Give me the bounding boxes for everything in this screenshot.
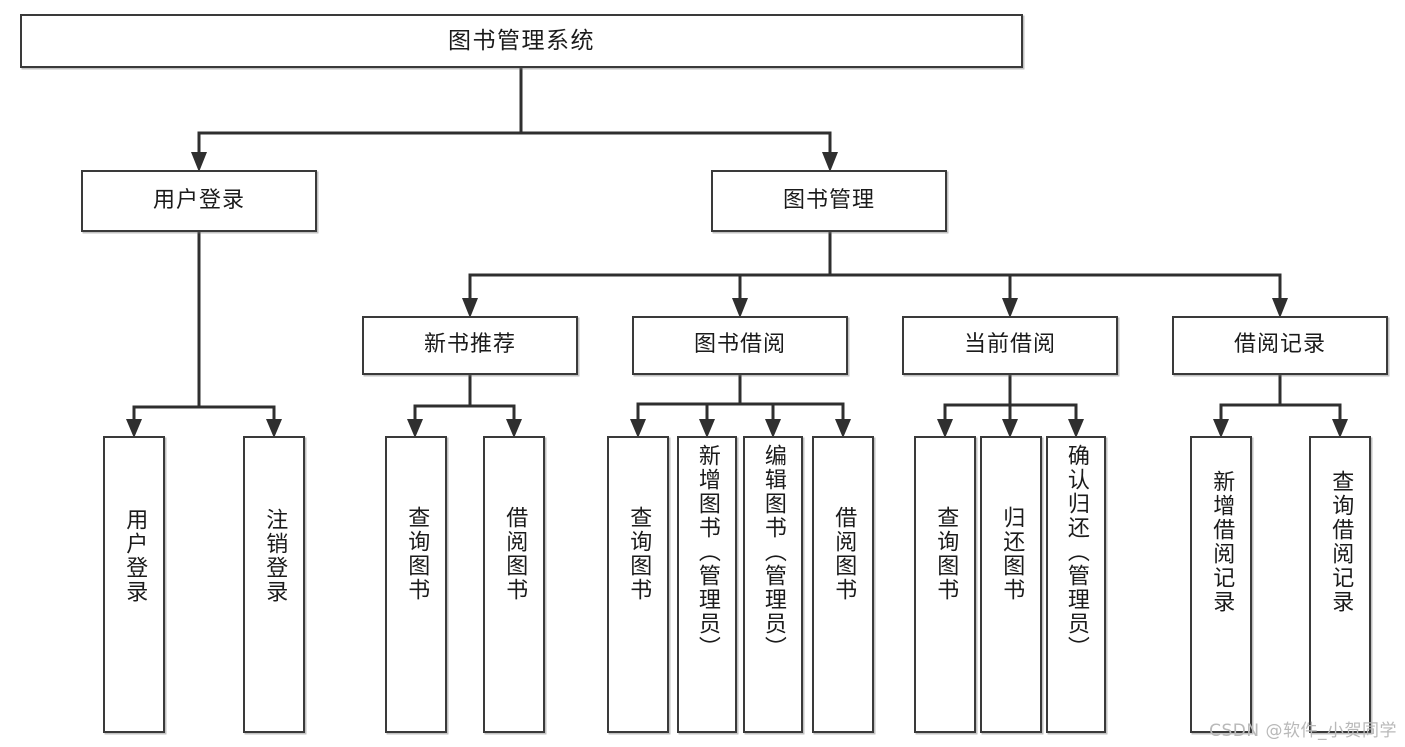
leaf-query-book-3[interactable]: 查询图书 [914,436,976,733]
node-label: 查询图书 [626,506,652,602]
node-borrow-record[interactable]: 借阅记录 [1172,316,1388,375]
csdn-watermark: CSDN @软件_小贺同学 [1209,721,1397,741]
node-label: 借阅图书 [831,506,857,602]
node-label: 归还图书 [999,506,1025,602]
node-label: 借阅记录 [1233,332,1326,358]
leaf-query-record[interactable]: 查询借阅记录 [1309,436,1371,733]
node-label: 借阅图书 [502,506,528,602]
node-label: 当前借阅 [963,332,1056,358]
node-label: 注销登录 [262,508,288,604]
node-label: 查询图书 [404,506,430,602]
leaf-borrow-book-1[interactable]: 借阅图书 [483,436,545,733]
node-label: 图书管理 [782,187,875,213]
leaf-return-book[interactable]: 归还图书 [980,436,1042,733]
node-user-login[interactable]: 用户登录 [81,170,317,232]
node-root-book-management-system[interactable]: 图书管理系统 [20,14,1023,68]
node-label: 新书推荐 [423,332,516,358]
leaf-add-book[interactable]: 新增图书（管理员） [677,436,737,733]
node-label: 查询借阅记录 [1328,470,1354,614]
node-label: 新增借阅记录 [1209,470,1235,614]
leaf-borrow-book-2[interactable]: 借阅图书 [812,436,874,733]
node-label: 图书借阅 [693,332,786,358]
node-label: 图书管理系统 [448,27,595,54]
node-label: 用户登录 [122,508,148,604]
leaf-query-book-1[interactable]: 查询图书 [385,436,447,733]
node-current-borrow[interactable]: 当前借阅 [902,316,1118,375]
node-book-manage[interactable]: 图书管理 [711,170,947,232]
leaf-query-book-2[interactable]: 查询图书 [607,436,669,733]
leaf-user-login[interactable]: 用户登录 [103,436,165,733]
leaf-edit-book[interactable]: 编辑图书（管理员） [743,436,803,733]
node-label: 确认归还（管理员） [1063,444,1089,660]
node-label: 查询图书 [933,506,959,602]
leaf-confirm-return[interactable]: 确认归还（管理员） [1046,436,1106,733]
node-label: 新增图书（管理员） [694,444,720,660]
node-label: 用户登录 [152,187,245,213]
leaf-user-logout[interactable]: 注销登录 [243,436,305,733]
node-book-borrow[interactable]: 图书借阅 [632,316,848,375]
node-new-book-rec[interactable]: 新书推荐 [362,316,578,375]
leaf-add-record[interactable]: 新增借阅记录 [1190,436,1252,733]
node-label: 编辑图书（管理员） [760,444,786,660]
